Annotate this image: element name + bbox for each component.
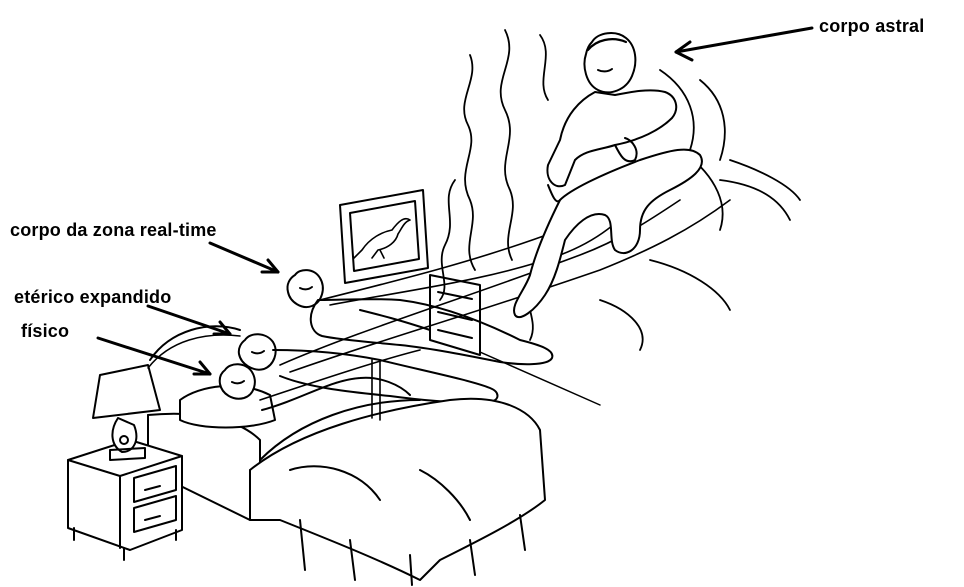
arrow-to-fisico: [98, 338, 210, 374]
headboard-arc: [148, 335, 240, 368]
label-eterico-expandido: etérico expandido: [14, 287, 171, 308]
label-corpo-astral: corpo astral: [819, 16, 924, 37]
nightstand-with-lamp: [68, 365, 182, 560]
dinosaur-picture-frame: [340, 190, 428, 283]
label-fisico: físico: [21, 321, 69, 342]
bed: [148, 326, 545, 585]
arrow-to-zona: [210, 243, 278, 272]
arrow-to-astral: [676, 28, 812, 60]
dresser: [430, 275, 480, 355]
astral-body-figure: [514, 33, 702, 317]
label-corpo-zona: corpo da zona real-time: [10, 220, 217, 241]
